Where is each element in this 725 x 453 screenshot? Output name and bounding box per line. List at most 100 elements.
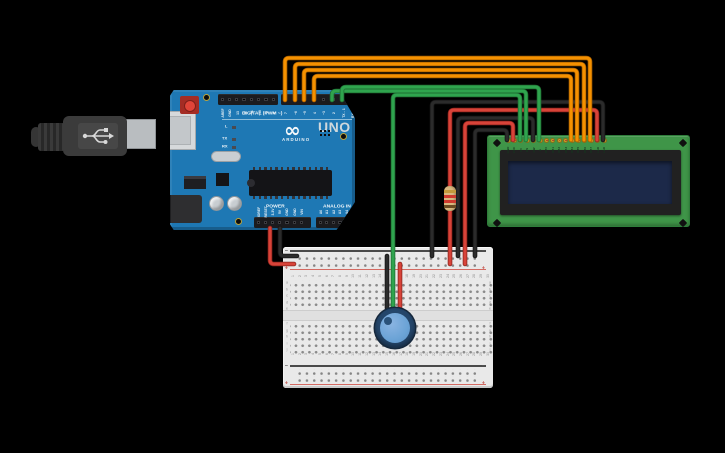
lcd-pin-db1[interactable] <box>550 137 556 143</box>
icsp-pin[interactable] <box>328 130 331 133</box>
header-pin[interactable] <box>278 220 282 224</box>
potentiometer[interactable] <box>375 308 415 348</box>
lcd-pin-db3[interactable] <box>563 137 569 143</box>
plus-rail-holes[interactable] <box>294 261 480 267</box>
wire-d1-e[interactable] <box>339 84 542 143</box>
lcd-pin-vcc[interactable] <box>511 137 517 143</box>
icsp-pin[interactable] <box>328 134 331 137</box>
row-letter: h <box>285 334 288 339</box>
plus-rail-holes[interactable] <box>294 376 480 382</box>
column-number: 8 <box>337 274 342 277</box>
header-pin[interactable] <box>292 220 296 224</box>
chip-pin <box>297 167 301 170</box>
header-pin[interactable] <box>227 97 232 101</box>
analog-header[interactable] <box>316 217 355 228</box>
usb-plug-panel <box>78 123 118 149</box>
header-pin[interactable] <box>312 97 316 101</box>
header-pin[interactable] <box>302 97 307 101</box>
row-letter: e <box>285 306 288 311</box>
analog-label: ANALOG IN <box>323 203 351 209</box>
lcd-pin-db4[interactable] <box>569 137 575 143</box>
header-pin[interactable] <box>235 97 239 101</box>
header-pin[interactable] <box>242 97 246 101</box>
digital-label: DIGITAL (PWM ~) <box>242 110 283 116</box>
header-pin[interactable] <box>270 220 275 224</box>
lcd-pin-led-plus[interactable] <box>595 137 601 143</box>
header-pin[interactable] <box>285 220 289 224</box>
minus-rail-holes[interactable] <box>294 254 480 260</box>
lcd-pin-label: DB7 <box>589 146 593 154</box>
header-pin[interactable] <box>351 220 355 224</box>
usb-cable[interactable] <box>31 127 41 147</box>
icsp-pin[interactable] <box>320 130 323 133</box>
lcd-pin-db5[interactable] <box>575 137 581 143</box>
lcd-pin-e[interactable] <box>537 137 543 143</box>
header-pin[interactable] <box>338 220 342 224</box>
header-pin[interactable] <box>293 97 297 101</box>
icsp-pin[interactable] <box>320 134 323 137</box>
header-pin[interactable] <box>331 220 336 224</box>
digital-header-left[interactable] <box>218 94 278 105</box>
reset-button[interactable] <box>183 99 196 112</box>
header-pin[interactable] <box>331 97 335 101</box>
header-pin[interactable] <box>325 220 329 224</box>
header-pin[interactable] <box>344 220 349 224</box>
lcd-pin-rs[interactable] <box>524 137 530 143</box>
wire-d2-rs[interactable] <box>329 88 529 143</box>
chip-pin <box>309 196 312 199</box>
column-number: 15 <box>384 352 389 356</box>
chip-pin <box>281 196 284 199</box>
lcd-pin-led-minus[interactable] <box>601 137 607 143</box>
lcd-pin-gnd[interactable] <box>505 137 511 143</box>
chip-pin <box>264 167 267 170</box>
header-pin[interactable] <box>350 97 355 101</box>
arduino-board[interactable]: DIGITAL (PWM ~) L TX RX ∞ UNO ARDUINO PO… <box>170 90 355 230</box>
power-header[interactable] <box>254 217 311 228</box>
chip-pin <box>309 167 312 170</box>
digital-header-right[interactable] <box>281 94 355 105</box>
capacitor <box>209 196 224 211</box>
lcd-pin-v0[interactable] <box>518 137 524 143</box>
header-pin[interactable] <box>321 97 326 101</box>
column-number: 12 <box>364 352 369 356</box>
header-pin[interactable] <box>341 97 345 101</box>
header-pin[interactable] <box>263 220 268 224</box>
header-pin[interactable] <box>256 220 260 224</box>
lcd-pin-db2[interactable] <box>556 137 562 143</box>
lcd-pin-label: DB1 <box>550 146 555 154</box>
column-number: 24 <box>445 273 450 278</box>
header-pin[interactable] <box>257 97 261 101</box>
icsp-header[interactable] <box>320 130 332 140</box>
column-number: 12 <box>364 273 369 278</box>
lcd-pin-rw[interactable] <box>531 137 537 143</box>
chip-pin <box>314 196 317 199</box>
column-number: 21 <box>425 273 430 278</box>
usb-plug[interactable] <box>63 116 127 156</box>
usb-interface-chip <box>216 173 229 186</box>
lcd-pin-db0[interactable] <box>543 137 549 143</box>
header-pin[interactable] <box>264 97 268 101</box>
header-pin[interactable] <box>318 220 322 224</box>
column-number: 11 <box>358 352 362 356</box>
header-pin[interactable] <box>220 97 224 101</box>
icsp-pin[interactable] <box>324 134 327 137</box>
column-number: 10 <box>351 273 356 278</box>
minus-rail-holes[interactable] <box>294 369 480 375</box>
column-number: 13 <box>371 273 376 278</box>
resistor[interactable] <box>444 186 456 211</box>
column-number: 23 <box>438 352 443 356</box>
lcd-pin-db6[interactable] <box>582 137 588 143</box>
row-letter: g <box>488 327 491 333</box>
lcd-pin-db7[interactable] <box>588 137 594 143</box>
header-pin[interactable] <box>249 97 254 101</box>
header-pin[interactable] <box>271 97 275 101</box>
pin-label: A2 <box>331 209 336 215</box>
atmega-chip[interactable] <box>247 167 332 199</box>
column-number: 2 <box>297 353 302 355</box>
mounting-hole <box>203 94 210 101</box>
header-pin[interactable] <box>299 220 304 224</box>
header-pin[interactable] <box>283 97 287 101</box>
chip-pin <box>275 196 278 199</box>
icsp-pin[interactable] <box>324 130 327 133</box>
